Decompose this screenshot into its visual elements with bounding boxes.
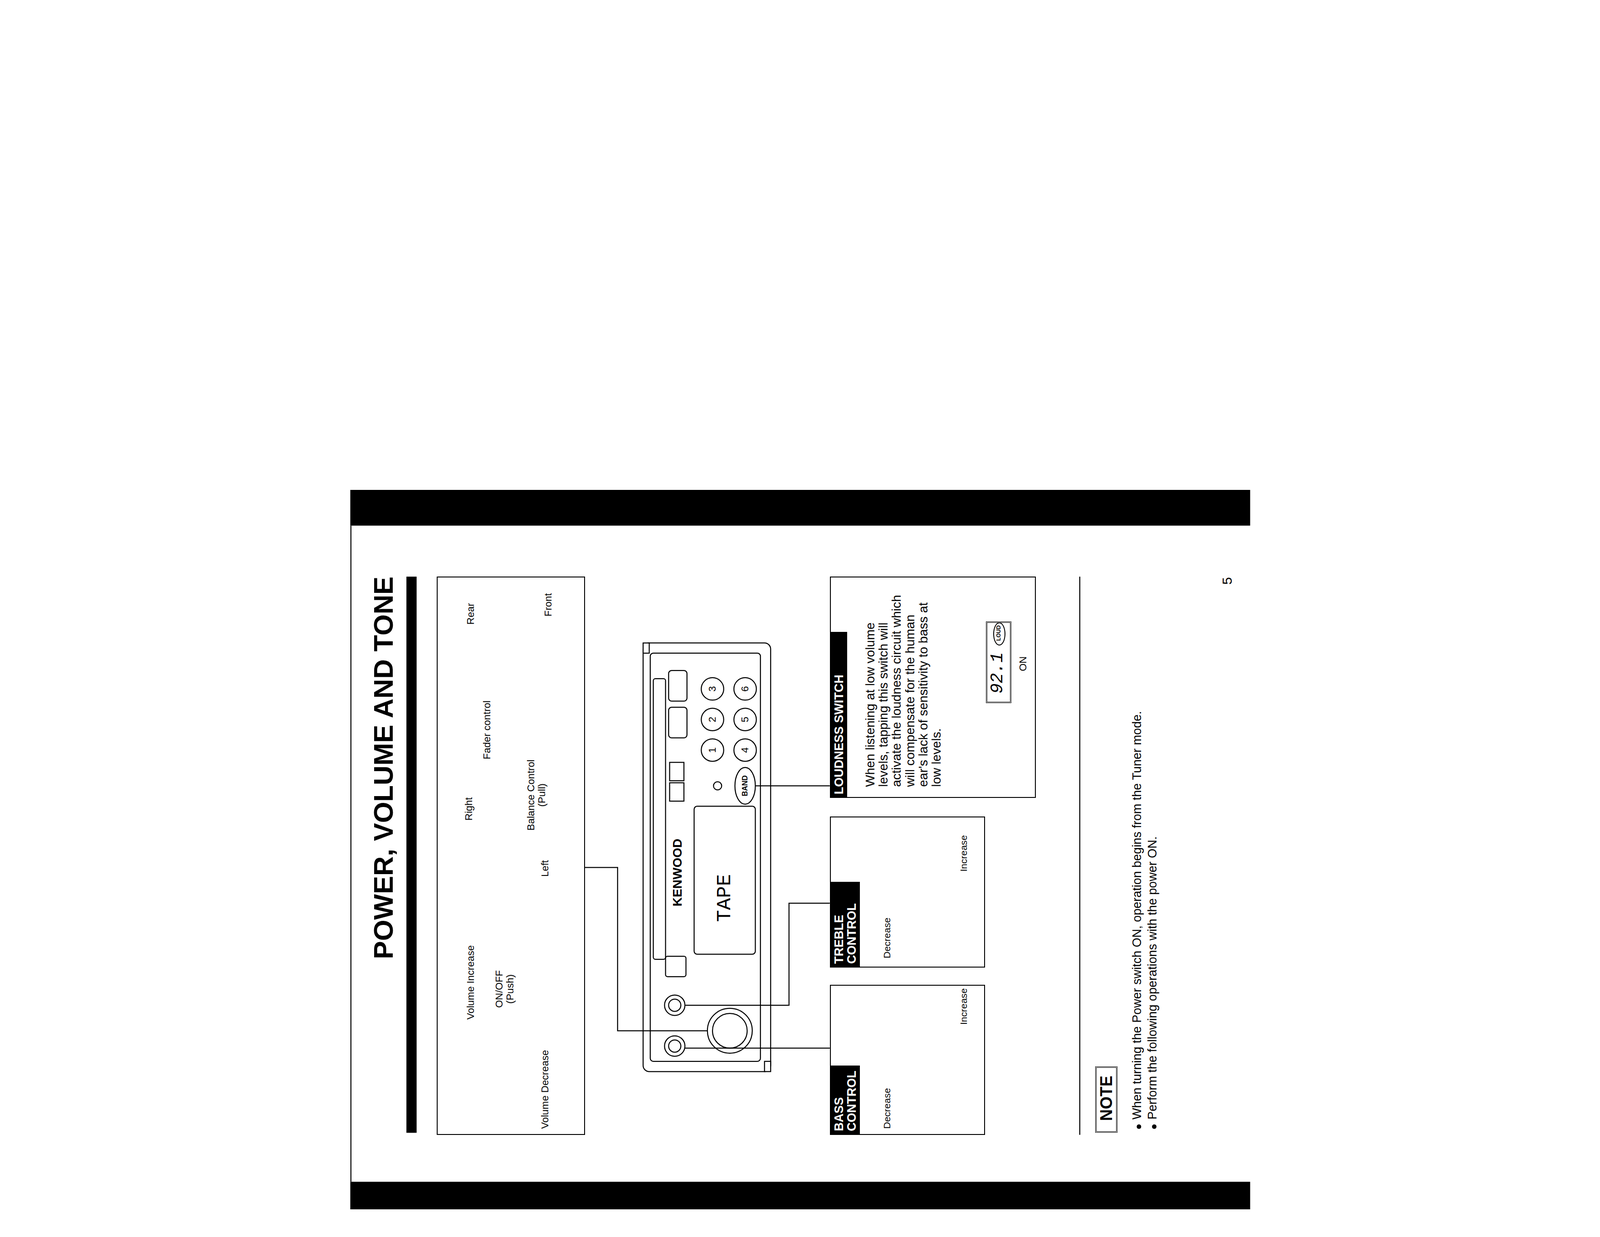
title-rule: [406, 576, 417, 1133]
control-panel: Volume Increase ON/OFF (Push) Volume Decre…: [436, 576, 585, 1135]
page-bar: [350, 1181, 1250, 1210]
lcd-readout: 92.1: [988, 652, 1008, 694]
note-text: Perform the following operations with th…: [1146, 836, 1160, 1120]
direction-label: Increase: [958, 834, 969, 872]
preset-number: 2: [707, 716, 718, 722]
control-label: Volume Increase: [465, 945, 477, 1020]
leader-lines: [585, 785, 830, 1048]
car-radio: [643, 642, 771, 1072]
control-label: Volume Decrease: [539, 1049, 551, 1129]
page-title: POWER, VOLUME AND TONE: [368, 576, 399, 1133]
section-rule: [1079, 576, 1081, 1135]
bullet: [1151, 1124, 1157, 1129]
brand-name: KENWOOD: [670, 838, 685, 907]
lcd-display: LOUD92.1ON: [985, 621, 1012, 703]
body-text: When listening at low volume levels, tap…: [863, 590, 944, 787]
note-text: When turning the Power switch ON, operat…: [1130, 711, 1145, 1120]
direction-label: Decrease: [881, 1087, 893, 1129]
manual-page: POWER, VOLUME AND TONE Volume Increase ON/…: [350, 489, 1251, 1210]
control-label: Balance Control (Pull): [525, 757, 548, 834]
box-heading: BASS CONTROL: [830, 1065, 861, 1134]
control-label: Rear: [465, 602, 477, 625]
display-text: TAPE: [713, 873, 736, 922]
control-label: Fader control: [481, 700, 493, 760]
preset-number: 3: [707, 685, 718, 692]
control-label: ON/OFF (Push): [493, 966, 516, 1012]
bullet: [1136, 1124, 1142, 1129]
control-box: LOUD 92.1 ON LOUDNESS SWITCH When listening …: [829, 576, 1037, 798]
indicator-text: LOUD: [994, 621, 1004, 645]
control-label: Left: [539, 859, 551, 877]
note-heading: NOTE: [1096, 1064, 1117, 1132]
button-label: BAND: [741, 775, 750, 796]
page-number: 5: [1219, 576, 1235, 585]
indicator-oval: LOUD: [993, 622, 1006, 646]
control-label: Right: [463, 797, 475, 821]
box-heading: TREBLE CONTROL: [830, 881, 861, 967]
control-label: Front: [542, 593, 554, 617]
control-box: TREBLE CONTROL Decrease Increase: [829, 816, 986, 968]
preset-number: 5: [739, 716, 751, 722]
note-box: NOTE: [1095, 1066, 1118, 1133]
page-edge: [350, 525, 352, 1182]
preset-number: 1: [707, 746, 718, 753]
direction-label: Increase: [958, 987, 969, 1025]
box-heading: LOUDNESS SWITCH: [830, 631, 848, 798]
preset-number: 4: [739, 746, 751, 753]
page-bar: [350, 489, 1250, 526]
state-label: ON: [1017, 656, 1029, 672]
control-box: BASS CONTROL Decrease Increase: [829, 984, 986, 1135]
direction-label: Decrease: [881, 917, 893, 959]
preset-number: 6: [739, 685, 751, 692]
